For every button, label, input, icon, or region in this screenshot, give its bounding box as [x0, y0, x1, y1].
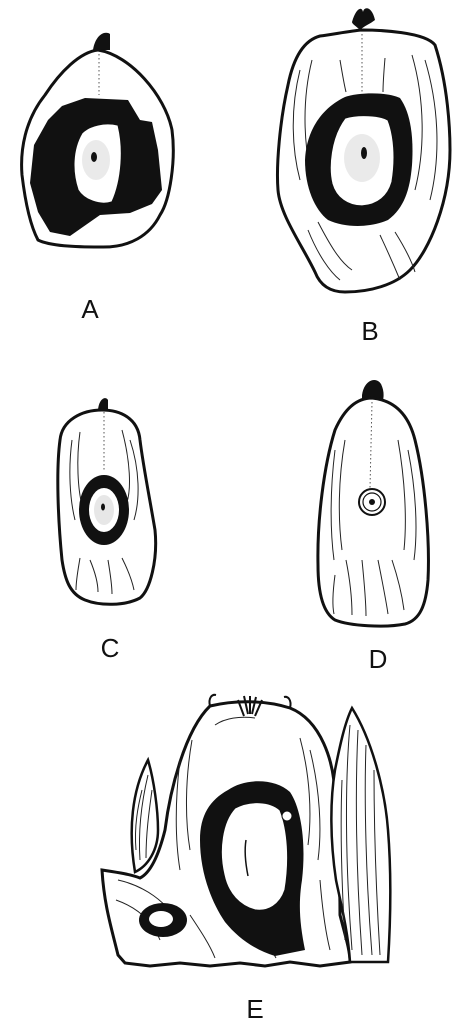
panel-c-center-dot	[101, 504, 105, 511]
panel-a: A	[22, 33, 174, 324]
panel-e-side-core	[149, 911, 173, 927]
panel-b-stipple	[344, 134, 380, 182]
panel-d-label: D	[369, 644, 388, 674]
panel-b-tip	[352, 8, 375, 30]
panel-b-center-dot	[361, 147, 367, 159]
panel-e-label: E	[246, 994, 263, 1024]
panel-b: B	[277, 8, 450, 346]
panel-a-tip	[93, 33, 110, 50]
panel-e-left-leaflet	[132, 760, 158, 872]
panel-c-tip	[98, 398, 108, 410]
panel-c: C	[58, 398, 156, 663]
panel-d-center-dot	[369, 499, 375, 505]
panel-c-label: C	[101, 633, 120, 663]
panel-a-label: A	[81, 294, 99, 324]
panel-a-center-dot	[91, 152, 97, 162]
panel-e-small-dot	[282, 811, 292, 821]
panel-b-label: B	[361, 316, 378, 346]
panel-d: D	[318, 380, 429, 674]
panel-e: E	[102, 695, 390, 1024]
